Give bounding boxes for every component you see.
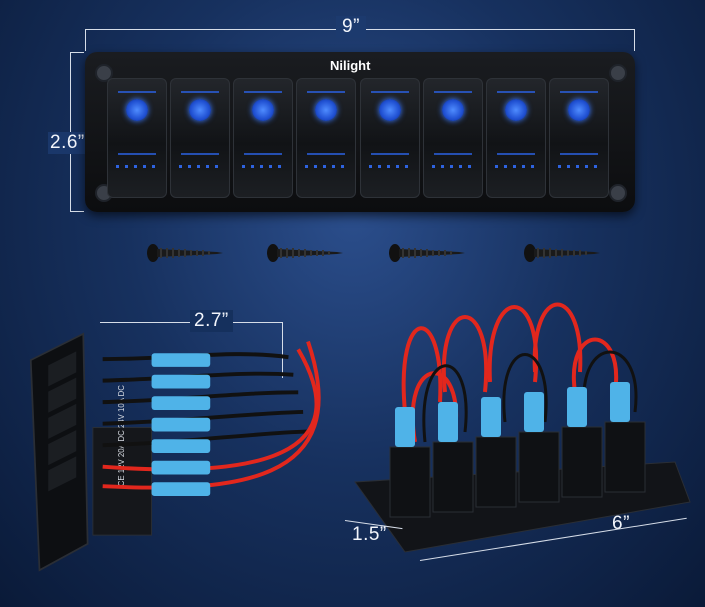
height-dimension-tick-top xyxy=(70,52,84,53)
led-icon xyxy=(568,99,590,121)
led-icon xyxy=(252,99,274,121)
rating-label: CE 12V 20A DC 24V 10A DC xyxy=(117,385,126,487)
mount-hole-icon xyxy=(609,64,627,82)
screw-icon xyxy=(267,244,343,262)
led-icon xyxy=(315,99,337,121)
rocker-switch[interactable] xyxy=(296,78,356,198)
led-icon xyxy=(505,99,527,121)
width-dimension-tick-left xyxy=(85,29,86,51)
rear-height-dimension-label: 1.5” xyxy=(352,524,387,545)
rear-width-dimension-label: 6” xyxy=(612,513,630,534)
switch-panel: Nilight xyxy=(85,52,635,212)
side-view-wiring: CE 12V 20A DC 24V 10A DC xyxy=(92,340,321,536)
mount-hole-icon xyxy=(609,184,627,202)
rear-view-assembly xyxy=(354,302,691,553)
led-icon xyxy=(126,99,148,121)
width-dimension-tick-right xyxy=(634,29,635,51)
rocker-switch[interactable] xyxy=(107,78,167,198)
mount-hole-icon xyxy=(95,64,113,82)
rocker-switch[interactable] xyxy=(423,78,483,198)
rocker-switch[interactable] xyxy=(549,78,609,198)
led-icon xyxy=(379,99,401,121)
led-icon xyxy=(442,99,464,121)
rocker-switch[interactable] xyxy=(170,78,230,198)
depth-dimension-label: 2.7” xyxy=(190,310,233,332)
screw-icon xyxy=(524,244,600,262)
rocker-switch[interactable] xyxy=(486,78,546,198)
screw-icon xyxy=(147,244,223,262)
rocker-switch[interactable] xyxy=(360,78,420,198)
rocker-switch[interactable] xyxy=(233,78,293,198)
screw-icon xyxy=(389,244,465,262)
height-dimension-label: 2.6” xyxy=(48,132,87,154)
height-dimension-tick-bottom xyxy=(70,211,84,212)
led-icon xyxy=(189,99,211,121)
side-view-panel xyxy=(29,332,89,572)
width-dimension-label: 9” xyxy=(336,16,366,38)
depth-dimension-tick xyxy=(282,322,283,378)
brand-logo: Nilight xyxy=(330,58,371,73)
